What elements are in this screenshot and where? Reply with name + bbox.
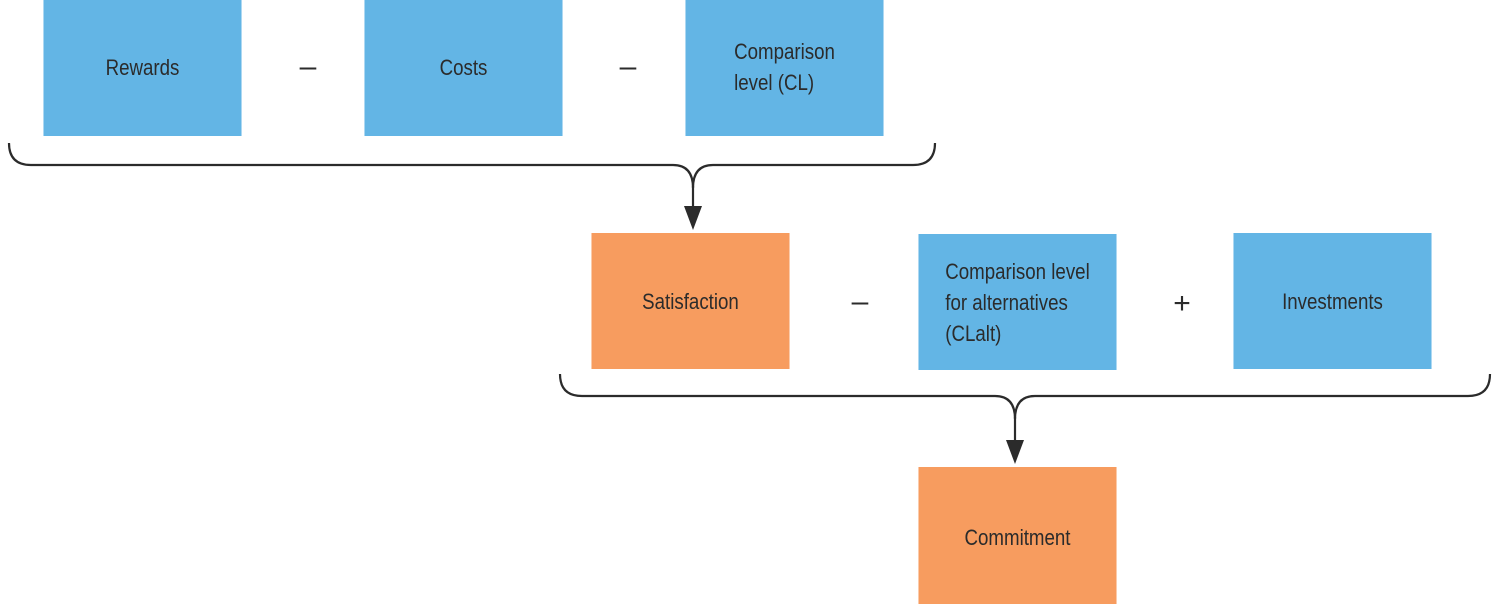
brace-top <box>7 142 937 189</box>
commitment-box: Commitment <box>918 467 1117 604</box>
minus-operator: – <box>299 50 317 83</box>
rewards-box: Rewards <box>43 0 242 136</box>
brace-bottom <box>558 373 1492 420</box>
minus-operator: – <box>619 50 637 83</box>
minus-operator: – <box>851 285 869 318</box>
investments-box: Investments <box>1233 233 1432 369</box>
comparison-level-box: Comparison level (CL) <box>685 0 884 136</box>
rewards-label: Rewards <box>105 54 180 80</box>
arrowhead-to-satisfaction <box>684 206 702 230</box>
plus-operator: + <box>1173 287 1191 320</box>
costs-box: Costs <box>364 0 563 136</box>
arrowhead-to-commitment <box>1006 440 1024 464</box>
comparison-level-alternatives-label: Comparison level for alternatives (CLalt… <box>945 258 1090 346</box>
costs-label: Costs <box>439 54 488 80</box>
comparison-level-label: Comparison level (CL) <box>734 39 835 95</box>
comparison-level-alternatives-box: Comparison level for alternatives (CLalt… <box>918 234 1117 370</box>
commitment-label: Commitment <box>964 524 1071 550</box>
investments-label: Investments <box>1282 288 1383 314</box>
satisfaction-box: Satisfaction <box>591 233 790 369</box>
satisfaction-label: Satisfaction <box>642 288 739 314</box>
